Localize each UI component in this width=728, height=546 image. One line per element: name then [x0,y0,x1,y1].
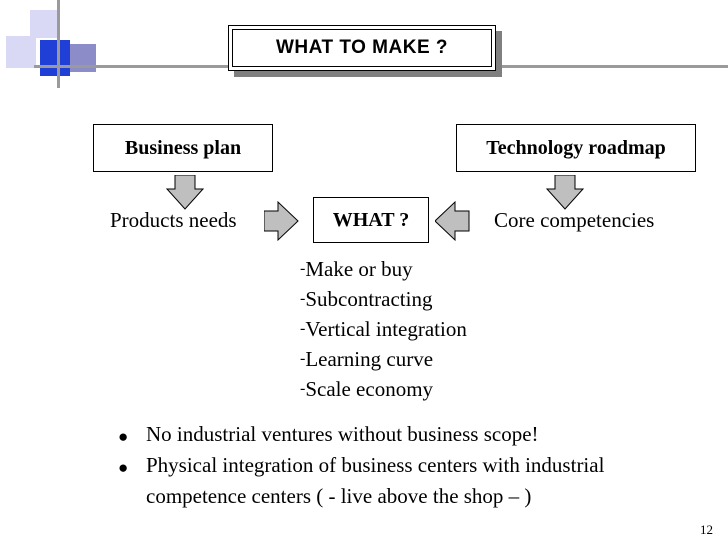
page-number: 12 [700,522,713,537]
deco-vertical-line [57,0,60,88]
business-plan-label: Business plan [124,136,242,159]
what-box: WHAT ? [313,197,429,243]
core-competencies-label: Core competencies [494,208,655,232]
down-arrow-right-icon [545,175,585,210]
list-item: -Scale economy [300,377,434,401]
bullet-item: ● Physical integration of business cente… [118,451,604,482]
products-needs-label: Products needs [110,208,237,232]
deco-square-blue [40,40,70,76]
bullet-icon: ● [118,458,129,477]
bullet-icon: ● [118,427,129,446]
technology-roadmap-label: Technology roadmap [486,136,666,159]
technology-roadmap-box: Technology roadmap [456,124,696,172]
what-options-list: -Make or buy -Subcontracting -Vertical i… [300,254,467,404]
list-item: -Make or buy [300,257,413,281]
business-plan-box: Business plan [93,124,273,172]
list-item: -Subcontracting [300,287,433,311]
list-item: -Learning curve [300,347,434,371]
bullet-continuation: competence centers ( - live above the sh… [146,484,532,508]
list-item: -Vertical integration [300,317,467,341]
what-label: WHAT ? [332,208,410,231]
title-inner-border [232,29,492,67]
bullet-list: ● No industrial ventures without busines… [118,420,604,511]
left-arrow-icon [435,200,470,242]
right-arrow-icon [264,200,299,242]
page-title: WHAT TO MAKE ? [276,37,448,58]
bullet-item: ● No industrial ventures without busines… [118,420,604,451]
title-box: WHAT TO MAKE ? [228,25,496,71]
down-arrow-left-icon [165,175,205,210]
deco-square-light [6,36,36,68]
deco-square-light [30,10,58,38]
